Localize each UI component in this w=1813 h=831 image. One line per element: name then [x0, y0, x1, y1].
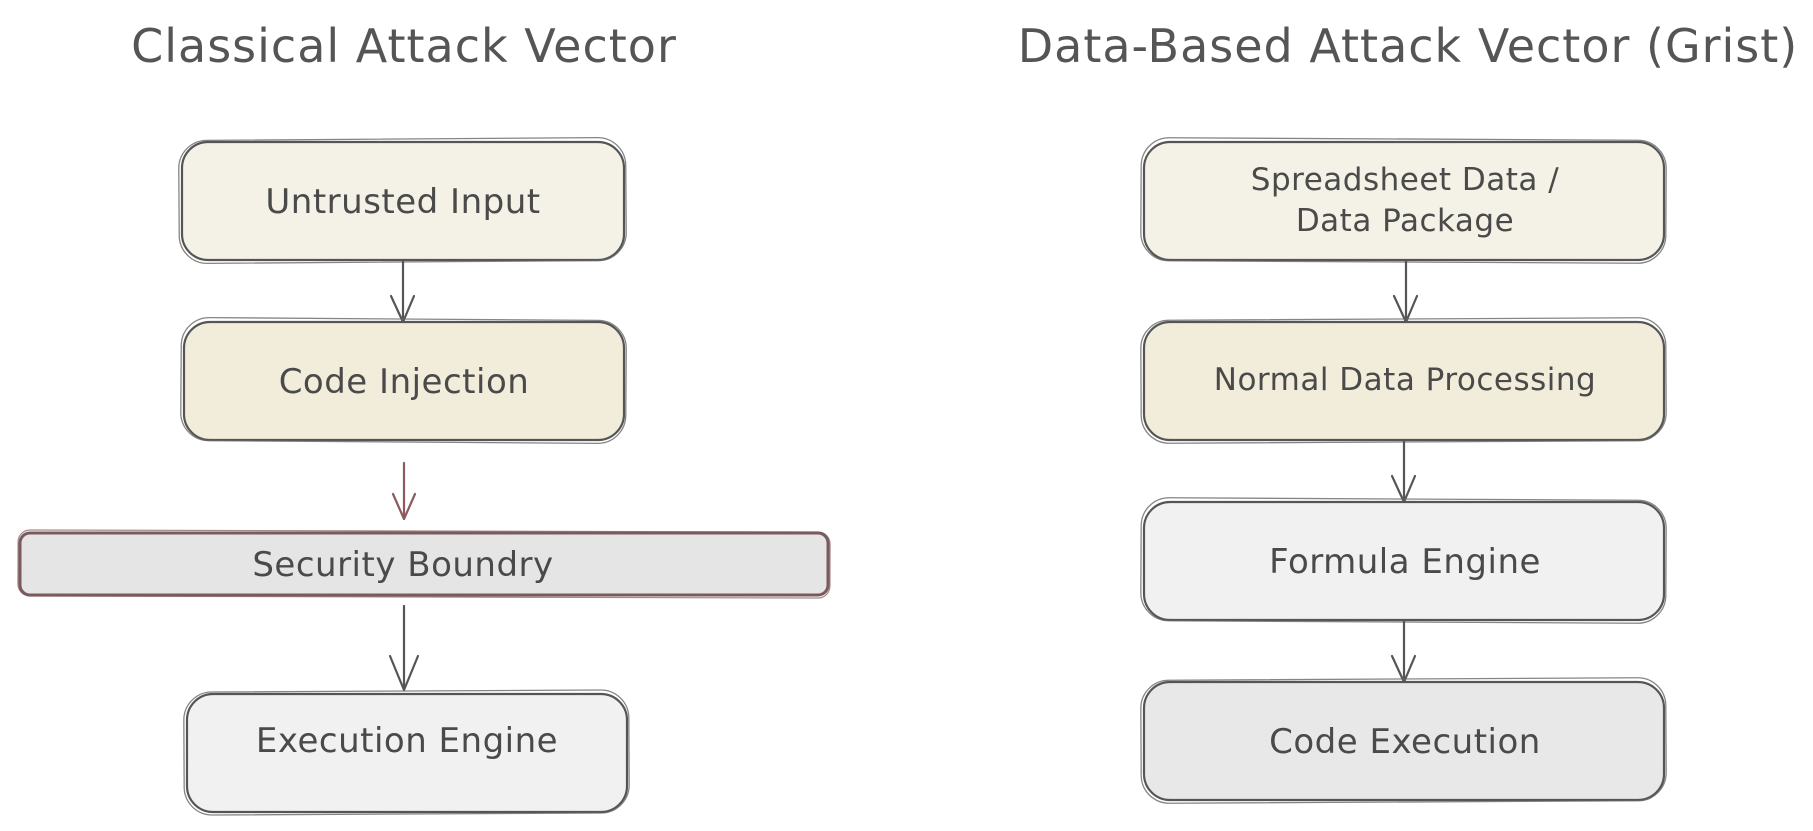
security-boundary-box: Security Boundry [17, 529, 831, 599]
code-execution-box: Code Execution [1140, 677, 1667, 804]
untrusted-input-box: Untrusted Input [178, 136, 627, 265]
normal-processing-label: Normal Data Processing [1214, 362, 1596, 398]
spreadsheet-data-label-line2: Data Package [1296, 203, 1514, 239]
classical-title: Classical Attack Vector [131, 19, 677, 73]
code-injection-box: Code Injection [180, 316, 627, 445]
data-based-title: Data-Based Attack Vector (Grist) [1018, 19, 1799, 73]
formula-engine-box: Formula Engine [1140, 497, 1667, 624]
code-injection-label: Code Injection [279, 362, 530, 402]
arrow-formula-to-execution [1390, 618, 1417, 684]
formula-engine-label: Formula Engine [1269, 542, 1541, 582]
security-boundary-label: Security Boundry [252, 545, 553, 585]
execution-engine-label: Execution Engine [256, 721, 558, 761]
arrow-injection-to-boundary [391, 461, 417, 521]
spreadsheet-data-box: Spreadsheet Data / Data Package [1140, 137, 1667, 264]
spreadsheet-data-label-line1: Spreadsheet Data / [1251, 162, 1559, 198]
execution-engine-box: Execution Engine [183, 689, 630, 816]
arrow-spreadsheet-to-processing [1392, 258, 1419, 324]
arrow-input-to-injection [389, 258, 416, 324]
arrow-processing-to-formula [1390, 438, 1417, 504]
arrow-boundary-to-engine [388, 604, 420, 692]
untrusted-input-label: Untrusted Input [265, 182, 540, 222]
code-execution-label: Code Execution [1269, 722, 1541, 762]
normal-processing-box: Normal Data Processing [1140, 317, 1667, 444]
